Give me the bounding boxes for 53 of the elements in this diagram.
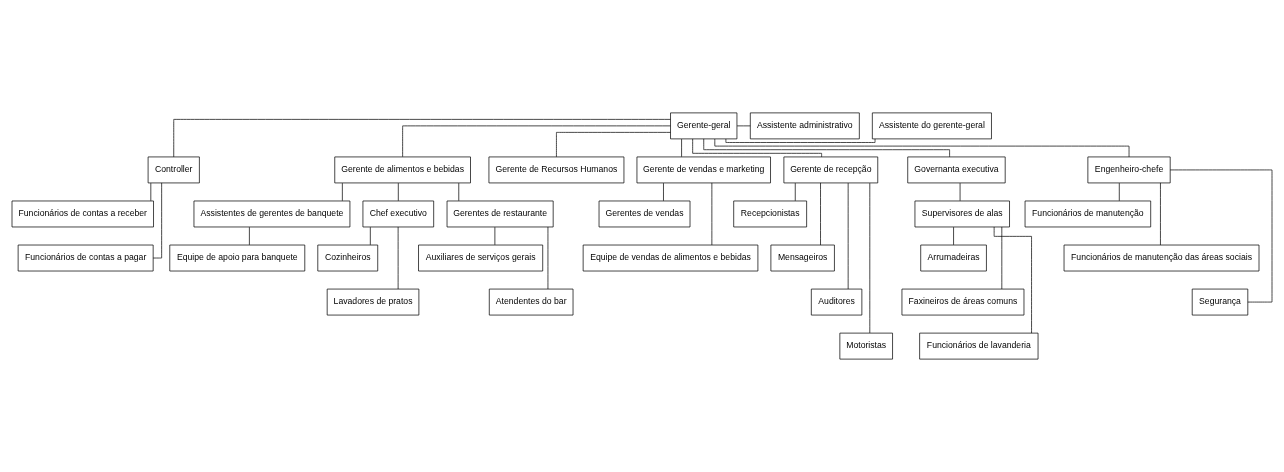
connector (173, 119, 671, 158)
connector (397, 182, 399, 202)
node-box: Gerente-geral (670, 112, 738, 140)
node-box: Supervisores de alas (914, 200, 1010, 228)
node-box: Gerente de Recursos Humanos (488, 156, 625, 184)
connector (725, 138, 876, 143)
connector (953, 226, 954, 246)
connector (249, 226, 250, 246)
connector (150, 182, 152, 202)
node-box: Gerentes de restaurante (446, 200, 554, 228)
node-box: Arrumadeiras (920, 244, 987, 272)
node-box: Recepcionistas (733, 200, 807, 228)
connector (681, 138, 682, 158)
node-box: Cozinheiros (317, 244, 379, 272)
node-box: Gerente de vendas e marketing (636, 156, 771, 184)
node-box: Equipe de vendas de alimentos e bebidas (582, 244, 759, 272)
node-box: Motoristas (839, 332, 893, 360)
node-box: Controller (147, 156, 200, 184)
node-box: Funcionários de manutenção das áreas sociais (1063, 244, 1260, 272)
node-box: Segurança (1191, 288, 1249, 316)
connector (1160, 182, 1161, 246)
node-box: Mensageiros (770, 244, 835, 272)
node-box: Faxineiros de áreas comuns (901, 288, 1025, 316)
node-box: Chef executivo (362, 200, 435, 228)
connector (663, 182, 664, 202)
node-box: Auditores (810, 288, 863, 316)
node-box: Auxiliares de serviços gerais (418, 244, 544, 272)
node-box: Equipe de apoio para banquete (169, 244, 306, 272)
connector (402, 125, 671, 158)
node-box: Funcionários de lavanderia (919, 332, 1039, 360)
node-box: Funcionários de contas a pagar (17, 244, 154, 272)
connector (1001, 226, 1003, 290)
node-box: Atendentes do bar (488, 288, 574, 316)
connector (341, 182, 343, 202)
connector (820, 182, 821, 246)
node-box: Assistentes de gerentes de banquete (193, 200, 351, 228)
node-box: Assistente administrativo (749, 112, 860, 140)
connector (556, 132, 671, 158)
connector (369, 226, 371, 246)
node-box: Funcionários de contas a receber (11, 200, 154, 228)
node-box: Funcionários de manutenção (1024, 200, 1152, 228)
node-box: Gerente de recepção (783, 156, 879, 184)
node-box: Gerentes de vendas (598, 200, 691, 228)
node-box: Assistente do gerente-geral (872, 112, 992, 140)
connector (1169, 169, 1273, 303)
node-box: Governanta executiva (907, 156, 1006, 184)
connector (703, 138, 950, 158)
connector (152, 182, 162, 259)
connector (692, 138, 822, 158)
connector (993, 226, 1032, 334)
node-box: Engenheiro-chefe (1087, 156, 1171, 184)
node-box: Gerente de alimentos e bebidas (334, 156, 471, 184)
node-box: Lavadores de pratos (326, 288, 420, 316)
